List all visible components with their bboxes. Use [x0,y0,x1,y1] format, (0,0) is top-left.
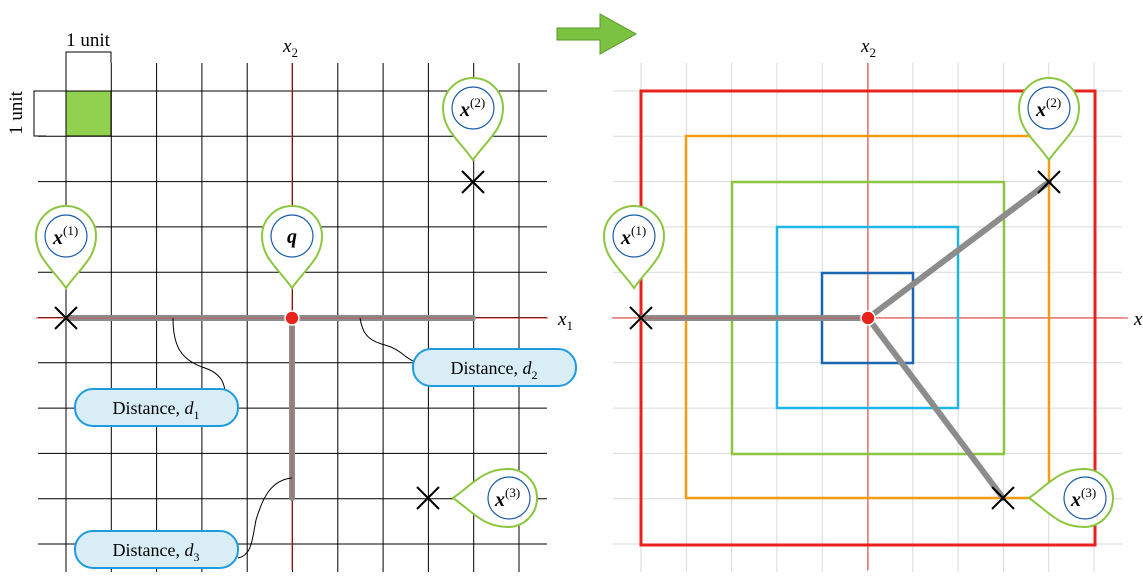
unit-square [65,90,112,137]
left-marker-x2: x(2) [441,77,505,162]
svg-text:x(2): x(2) [1035,95,1061,121]
left-point-x2-cross [461,170,485,194]
svg-text:x(1): x(1) [52,223,78,249]
svg-text:x(3): x(3) [1070,485,1096,511]
callout-d2: Distance, d2 [412,348,577,387]
left-x2-label: x2 [282,36,298,60]
left-marker-x1: x(1) [34,205,98,290]
callout-d1: Distance, d1 [74,388,239,427]
connector-d3 [237,477,293,559]
right-query-point [860,310,876,326]
left-point-x3-cross [416,486,440,510]
right-x2-label: x2 [860,36,876,60]
left-x1-label: x1 [557,309,573,333]
right-point-x2-cross [1037,170,1061,194]
connector-d2 [359,317,416,363]
unit-width-bracket [65,51,112,63]
unit-width-label: 1 unit [66,30,111,51]
svg-text:q: q [287,226,297,248]
svg-text:x(1): x(1) [620,223,646,249]
svg-text:Distance, d2: Distance, d2 [451,358,538,382]
transition-arrow [556,13,638,55]
unit-height-label: 1 unit [6,90,27,135]
right-marker-x2: x(2) [1017,77,1081,162]
svg-text:x(2): x(2) [459,95,485,121]
right-marker-x3: x(3) [1027,467,1114,529]
callout-d3: Distance, d3 [74,530,239,569]
left-marker-x3: x(3) [451,467,538,529]
right-point-x1-cross [629,306,653,330]
right-path-x3 [865,315,1006,501]
svg-text:Distance, d1: Distance, d1 [113,398,200,422]
svg-text:Distance, d3: Distance, d3 [113,540,200,564]
left-query-point [284,310,300,326]
unit-height-bracket [33,90,46,137]
left-marker-q: q [260,205,324,290]
right-path-x2 [865,179,1052,321]
left-point-x1-cross [54,306,78,330]
svg-text:x(3): x(3) [494,485,520,511]
right-marker-x1: x(1) [602,205,666,290]
right-x1-label: x [1133,309,1143,330]
right-point-x3-cross [991,486,1015,510]
